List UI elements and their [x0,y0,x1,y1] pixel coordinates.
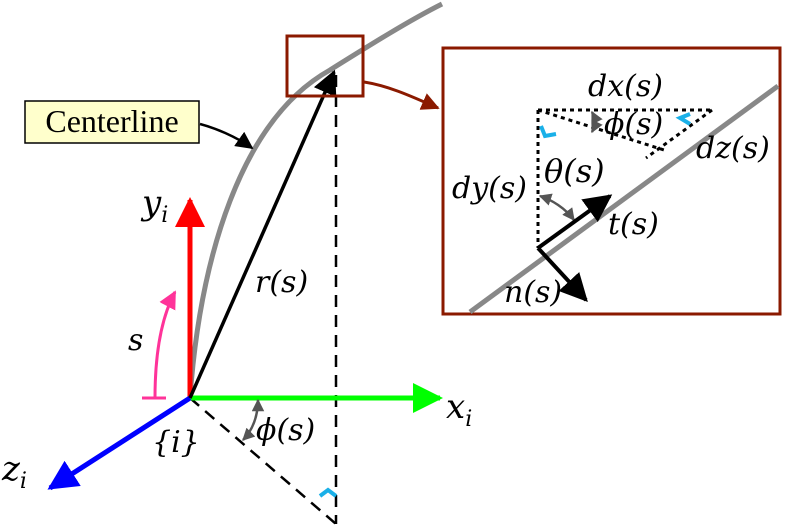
azimuth-arc-main [242,398,265,441]
centerline-label-box [24,100,200,144]
azimuth-arc-inset [590,110,603,134]
theta-label: θ(s) [544,152,605,190]
right-angle-marker-bottom [318,487,338,498]
theta-arc [538,193,575,221]
dy-label: dy(s) [452,171,527,206]
zoom-connector-arrow [363,80,440,110]
normal-label: n(s) [504,275,562,310]
azimuth-label-main: ϕ(s) [256,413,315,448]
inset-dz-dotted [645,108,713,160]
right-angle-marker-inset-right [675,112,692,126]
right-angle-marker-inset-left [539,125,557,139]
dx-label: dx(s) [588,69,663,104]
position-vector-label: r(s) [255,265,308,300]
inset-panel: dx(s) ϕ(s) dz(s) θ(s) dy(s) t(s) n(s) [441,46,782,316]
dashed-xz-projection [189,397,337,525]
zoom-region-box [285,34,365,98]
x-axis-label: xi [446,387,472,432]
z-axis-label: zi [1,449,27,494]
position-vector-arrow [188,69,337,399]
tangent-label: t(s) [608,207,659,242]
inset-frame [441,46,782,316]
z-axis [47,395,192,491]
tangent-vector-arrow [536,194,613,250]
centerline-callout-arrow [199,122,254,150]
azimuth-label-inset: ϕ(s) [604,107,663,142]
arc-length-label: s [128,323,143,358]
centerline-label: Centerline [45,103,178,139]
frame-label: {i} [152,425,200,460]
normal-vector-arrow [536,246,588,303]
centerline-curve [187,1,444,399]
arc-length-arrow [153,290,177,399]
dz-label: dz(s) [696,131,770,166]
inset-centerline [468,83,780,315]
y-axis-label: yi [140,183,168,228]
